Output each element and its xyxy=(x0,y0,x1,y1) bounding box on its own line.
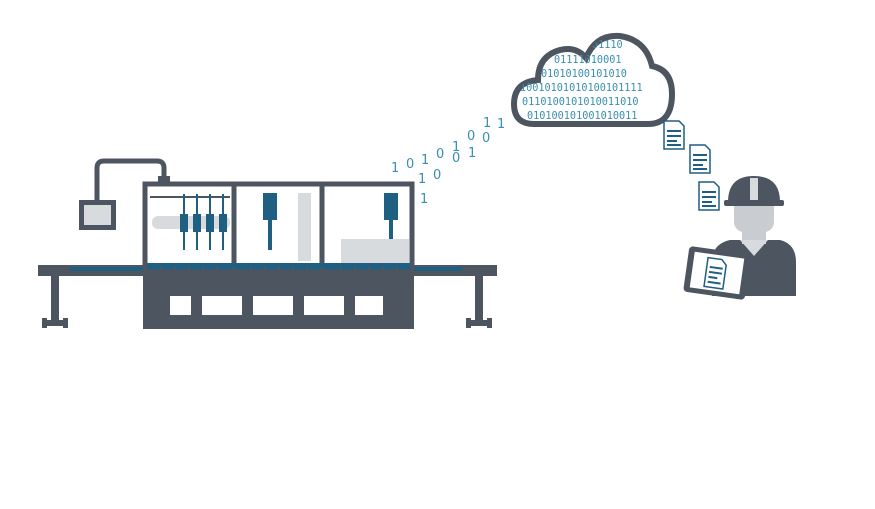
stream-digit: 1 xyxy=(483,116,491,131)
stream-digit: 1 xyxy=(421,153,429,168)
stream-digit: 0 xyxy=(433,168,441,183)
stream-digit: 1 xyxy=(420,192,428,207)
cloud-binary-line: 010100101001010011 xyxy=(527,111,637,122)
tablet-icon xyxy=(683,246,751,300)
monitor-screen xyxy=(84,205,111,225)
belt-dividers xyxy=(160,266,398,271)
stream-digit: 1 xyxy=(391,161,399,176)
injector-group xyxy=(180,194,227,250)
machine-icon xyxy=(38,158,497,329)
cloud-binary-line: 01111010001 xyxy=(554,55,621,66)
document-icon xyxy=(689,144,711,174)
section-3-press xyxy=(384,193,398,220)
stream-digit: 1 xyxy=(497,117,505,132)
conveyor-leg-right xyxy=(475,276,483,322)
stream-digit: 0 xyxy=(436,147,444,162)
stream-digit: 0 xyxy=(482,131,490,146)
conveyor-leg-left xyxy=(51,276,59,322)
cloud-binary-line: 10010101010100101111 xyxy=(520,83,643,94)
stream-digit: 1 xyxy=(418,172,426,187)
document-icon xyxy=(663,120,685,150)
stream-digit: 0 xyxy=(467,129,475,144)
stream-digit: 1 xyxy=(468,146,476,161)
cloud-binary-line: 01110 xyxy=(592,40,623,51)
stream-digit: 0 xyxy=(406,157,414,172)
monitor-cable xyxy=(94,158,167,202)
section-3-block xyxy=(341,239,409,263)
cloud-icon: 01110 01111010001 01010100101010 1001010… xyxy=(510,32,676,127)
document-icon xyxy=(698,181,720,211)
section-2-pillar xyxy=(298,193,311,261)
cloud-binary-line: 0110100101010011010 xyxy=(522,97,639,108)
stream-digit: 0 xyxy=(452,151,460,166)
data-stream: 1 0 1 0 1 0 1 1 0 0 1 0 1 1 xyxy=(391,116,505,207)
section-2-press xyxy=(263,193,277,220)
section-1-bar xyxy=(152,216,230,229)
stream-digit: 1 xyxy=(452,140,460,155)
cloud-binary-line: 01010100101010 xyxy=(541,69,627,80)
